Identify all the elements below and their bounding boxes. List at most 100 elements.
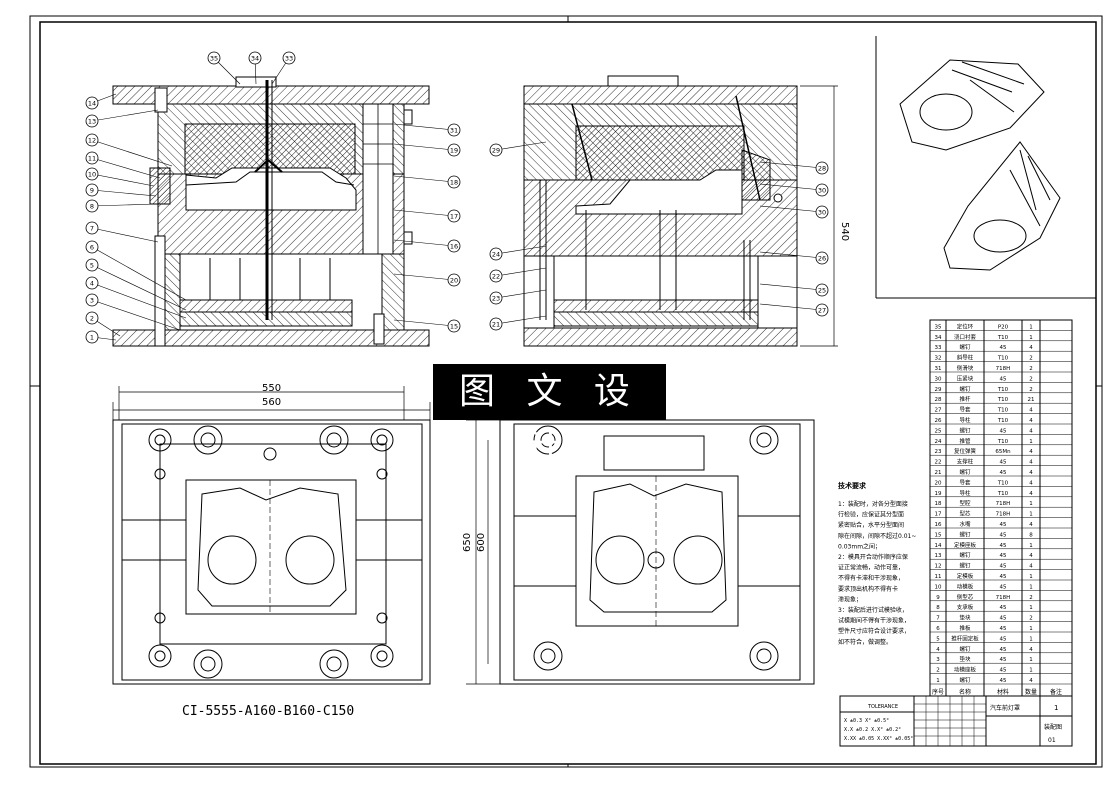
balloon-leader	[759, 283, 823, 291]
bom-cell: 28	[935, 397, 942, 403]
balloon-label: 26	[818, 255, 826, 263]
bom-cell: 导柱	[959, 489, 971, 497]
bom-cell: 2	[1029, 616, 1033, 622]
balloon-leader	[91, 282, 187, 319]
balloon-label: 12	[88, 137, 96, 145]
balloon-leader	[91, 139, 173, 167]
balloon-leader	[759, 303, 823, 311]
bom-cell: 2	[936, 668, 940, 674]
balloon-label: 35	[210, 55, 218, 63]
bom-cell: 9	[936, 595, 940, 601]
balloon-label: 25	[818, 287, 826, 295]
bom-cell: 45	[1000, 626, 1007, 632]
front-height-dimension	[800, 85, 838, 347]
bom-cell: 2	[1029, 356, 1033, 362]
bom-cell: 21	[1028, 397, 1035, 403]
bom-cell: 15	[935, 532, 942, 538]
balloon-circle	[85, 221, 99, 235]
balloon-leader	[91, 173, 155, 187]
balloon-leader	[91, 299, 181, 331]
bom-cell: 2	[1029, 376, 1033, 382]
tech-requirement-line: 塑件尺寸应符合设计要求，	[838, 627, 910, 635]
bom-cell: 4	[1029, 408, 1033, 414]
bom-cell: T10	[997, 356, 1009, 362]
bom-cell: 6	[936, 626, 940, 632]
tech-requirement-line: 要求顶出机构不得有卡	[838, 585, 898, 593]
bom-cell: T10	[997, 397, 1009, 403]
bom-cell: 推杆	[959, 395, 971, 403]
balloon-leader	[91, 203, 157, 207]
balloon-label: 28	[818, 165, 826, 173]
bom-header-cell: 材料	[997, 688, 1009, 696]
bom-cell: 45	[1000, 616, 1007, 622]
bom-cell: 45	[1000, 470, 1007, 476]
bom-cell: 5	[936, 636, 940, 642]
bom-cell: 1	[1029, 543, 1033, 549]
bom-cell: 浇口衬套	[954, 333, 977, 341]
balloon-label: 27	[818, 307, 826, 315]
balloon-leader	[495, 245, 547, 255]
bom-cell: 21	[935, 470, 942, 476]
tech-requirement-line: 滞现象；	[838, 595, 862, 603]
bom-cell: 复位弹簧	[954, 447, 977, 455]
balloon-leader	[91, 227, 159, 243]
bom-cell: T10	[997, 418, 1009, 424]
side-section-view	[523, 75, 798, 347]
bom-cell: 4	[1029, 647, 1033, 653]
bom-cell: 1	[1029, 512, 1033, 518]
bom-cell: 45	[1000, 636, 1007, 642]
balloon-leader	[91, 157, 161, 179]
balloon-leader	[393, 143, 455, 151]
balloon-circle	[447, 143, 461, 157]
bom-cell: 垫块	[959, 655, 971, 663]
balloon-label: 21	[492, 321, 500, 329]
bom-cell: T10	[997, 408, 1009, 414]
top-outer-dim: 550	[262, 383, 281, 394]
bom-cell: T10	[997, 335, 1009, 341]
bom-cell: 螺钉	[959, 426, 971, 434]
bom-cell: 18	[935, 501, 942, 507]
bom-cell: 导套	[959, 478, 971, 486]
balloon-circle	[447, 319, 461, 333]
balloon-label: 30	[818, 209, 826, 217]
balloon-leader	[759, 205, 823, 213]
bom-cell: 推管	[959, 437, 971, 445]
balloon-leader	[393, 273, 455, 281]
bom-cell: 30	[935, 376, 942, 382]
balloon-label: 3	[90, 297, 94, 305]
bom-cell: 31	[935, 366, 942, 372]
bom-cell: 718H	[996, 501, 1011, 507]
bom-cell: 17	[935, 512, 942, 518]
front-height-label: 540	[839, 222, 850, 241]
balloon-circle	[85, 199, 99, 213]
bom-cell: 22	[935, 460, 942, 466]
balloon-label: 17	[450, 213, 458, 221]
bom-header-cell: 序号	[932, 688, 944, 696]
bom-cell: 螺钉	[959, 562, 971, 570]
bom-cell: 45	[1000, 345, 1007, 351]
bom-cell: 4	[1029, 460, 1033, 466]
balloon-circle	[85, 114, 99, 128]
bom-cell: T10	[997, 439, 1009, 445]
bom-cell: 2	[1029, 387, 1033, 393]
bom-cell: 斜导柱	[957, 354, 974, 362]
bom-cell: 4	[1029, 428, 1033, 434]
balloon-circle	[447, 123, 461, 137]
tech-requirement-line: 0.03mm之间；	[838, 542, 881, 550]
bom-cell: 螺钉	[959, 551, 971, 559]
bom-cell: T10	[997, 480, 1009, 486]
bom-cell: 1	[1029, 501, 1033, 507]
bom-cell: 1	[1029, 335, 1033, 341]
bom-cell: 24	[935, 439, 942, 445]
balloon-leader	[393, 209, 455, 217]
part-code: CI-5555-A160-B160-C150	[182, 704, 354, 719]
bom-cell: 45	[1000, 574, 1007, 580]
tech-requirement-line: 隙在间隙，间隙不超过0.01~	[838, 532, 916, 540]
bom-cell: 1	[1029, 584, 1033, 590]
drawing-name: 汽车前灯罩	[990, 704, 1020, 712]
bom-cell: 1	[1029, 324, 1033, 330]
bom-cell: 718H	[996, 512, 1011, 518]
balloon-label: 4	[90, 280, 94, 288]
balloon-label: 6	[90, 244, 94, 252]
